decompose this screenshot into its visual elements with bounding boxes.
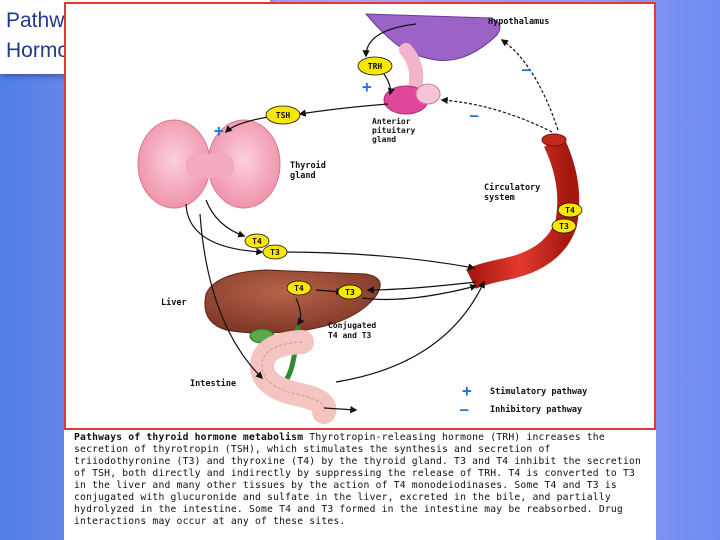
- arrow-t3liver-to-vessel: [361, 283, 478, 301]
- plus-sign-tsh: +: [214, 121, 224, 140]
- circulatory-line2: system: [484, 193, 515, 203]
- conjugated-line2: T4 and T3: [328, 331, 372, 340]
- thyroid-line2: gland: [290, 171, 316, 181]
- badge-t4-liver-text: T4: [294, 284, 304, 293]
- diagram-figure: Hypothalamus Anterior pituitary gland Ci…: [64, 2, 656, 430]
- intestine-shape: [249, 330, 337, 424]
- arrow-thyroid-to-t3: [185, 203, 264, 256]
- arrow-liver-to-conjugated: [295, 297, 305, 326]
- badge-t4-liver: T4: [286, 280, 312, 296]
- badge-trh: TRH: [357, 56, 393, 76]
- arrow-hypo-to-trh: [362, 23, 417, 58]
- conjugated-label: Conjugated T4 and T3: [328, 320, 381, 340]
- diagram-svg: Hypothalamus Anterior pituitary gland Ci…: [137, 13, 587, 424]
- hypothalamus-label: Hypothalamus: [488, 17, 549, 27]
- arrow-intestine-out: [323, 406, 358, 414]
- figure-caption: Pathways of thyroid hormone metabolism T…: [74, 432, 650, 528]
- thyroid-gland-shape: [137, 119, 281, 209]
- anterior-pituitary-line2: pituitary: [372, 125, 416, 135]
- badge-tsh-text: TSH: [276, 111, 291, 120]
- caption-area: Pathways of thyroid hormone metabolism T…: [64, 430, 656, 540]
- arrow-thyroid-to-t4: [205, 199, 246, 238]
- badge-trh-text: TRH: [368, 62, 383, 71]
- anterior-pituitary-line3: gland: [372, 135, 396, 144]
- badge-t4-vessel: T4: [557, 202, 583, 218]
- legend-minus-icon: —: [460, 402, 469, 418]
- circulatory-vessel: [466, 137, 580, 289]
- legend-inhibitory: Inhibitory pathway: [490, 404, 582, 415]
- arrow-pituitary-to-tsh: [298, 103, 389, 117]
- badge-t3-liver: T3: [337, 284, 363, 300]
- badge-t4-thyroid-text: T4: [252, 237, 262, 246]
- anterior-pituitary-label: Anterior pituitary gland: [372, 116, 420, 144]
- arrow-trh-to-pituitary: [383, 73, 395, 96]
- thyroid-line1: Thyroid: [290, 160, 326, 171]
- badge-t4-vessel-text: T4: [565, 206, 575, 215]
- circulatory-line1: Circulatory: [484, 182, 540, 193]
- caption-body: Thyrotropin-releasing hormone (TRH) incr…: [74, 432, 642, 527]
- posterior-pituitary-shape: [415, 83, 441, 105]
- arrow-vessel-feedback-pituitary: [440, 96, 553, 133]
- arrow-t3-to-vessel: [279, 251, 476, 271]
- badge-t3-vessel: T3: [551, 218, 577, 234]
- intestine-label: Intestine: [190, 378, 236, 389]
- minus-sign-hypo: —: [522, 62, 531, 78]
- vessel-opening: [541, 133, 567, 147]
- badge-t4-thyroid: T4: [244, 233, 270, 249]
- liver-label: Liver: [161, 297, 187, 308]
- arrow-vessel-feedback-hypo: [500, 39, 559, 131]
- badge-t3-thyroid-text: T3: [270, 248, 280, 257]
- caption-title: Pathways of thyroid hormone metabolism: [74, 432, 304, 443]
- liver-shape: [204, 269, 381, 334]
- thyroid-label: Thyroid gland: [290, 160, 331, 181]
- hypothalamus-shape: [364, 13, 501, 61]
- pathway-arrows: [185, 23, 559, 414]
- plus-sign-trh: +: [362, 77, 372, 96]
- legend-stimulatory: Stimulatory pathway: [490, 386, 587, 397]
- badge-t3-liver-text: T3: [345, 288, 355, 297]
- anterior-pituitary-line1: Anterior: [372, 116, 411, 126]
- intestine-outline: [261, 341, 325, 413]
- conjugated-line1: Conjugated: [328, 320, 376, 330]
- arrow-vessel-to-liver: [366, 281, 477, 294]
- badge-tsh: TSH: [265, 105, 301, 125]
- badge-t3-thyroid: T3: [262, 244, 288, 260]
- arrow-intestine-to-vessel: [335, 280, 485, 383]
- legend-plus-icon: +: [462, 381, 472, 400]
- minus-sign-pituitary: —: [470, 108, 479, 124]
- arrow-thyroid-to-intestine: [199, 213, 264, 380]
- badge-t3-vessel-text: T3: [559, 222, 569, 231]
- legend: + Stimulatory pathway — Inhibitory pathw…: [460, 381, 587, 418]
- circulatory-label: Circulatory system: [484, 182, 545, 203]
